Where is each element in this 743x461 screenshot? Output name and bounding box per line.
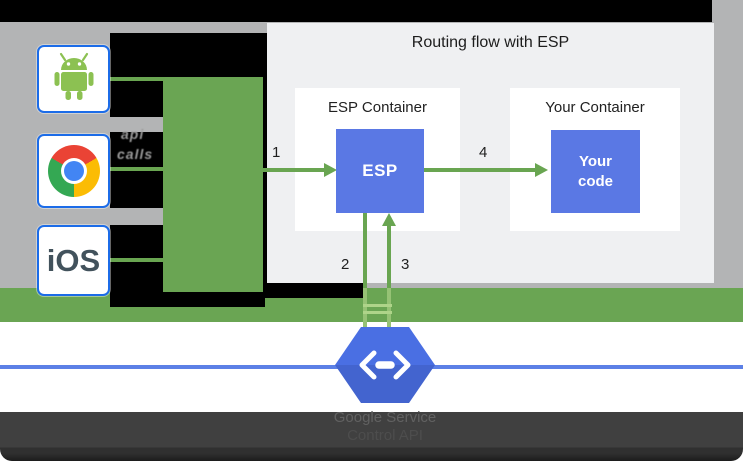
arrow-4-head [535, 163, 548, 177]
gray-gap-strip [110, 117, 163, 132]
arrow-1-line [263, 168, 324, 172]
arrow-2-band-segment [363, 288, 367, 327]
step-label-4: 4 [479, 144, 488, 161]
api-calls-annotation-line1: api [121, 126, 145, 142]
code-angle-brackets-icon [359, 350, 411, 380]
your-code-line2: code [577, 172, 613, 190]
esp-box: ESP [336, 129, 424, 213]
top-black-bar [0, 0, 712, 22]
arrow-4-line [424, 168, 535, 172]
arrow-2-line [363, 213, 367, 288]
service-label-line1: Google Service [333, 409, 437, 426]
step-label-3: 3 [401, 256, 410, 273]
step-label-1: 1 [272, 144, 281, 161]
band-tick-line [363, 304, 392, 307]
cloud-endpoints-hexagon-icon [333, 325, 437, 405]
step-label-2: 2 [341, 256, 350, 273]
gray-gap-strip [110, 208, 163, 225]
ios-label: iOS [46, 242, 101, 278]
chrome-connector-line [108, 167, 165, 171]
ios-client-box: iOS [37, 225, 110, 296]
android-connector-line [108, 77, 165, 81]
black-backdrop-lower-b [110, 298, 265, 307]
your-code-box: Your code [551, 130, 640, 213]
arrow-3-head [382, 213, 396, 226]
gray-background-corner [712, 0, 743, 22]
arrow-1-head [324, 163, 337, 177]
ios-connector-line [108, 258, 165, 262]
api-calls-annotation-line2: calls [117, 146, 154, 162]
chrome-browser-icon [47, 145, 100, 197]
arrow-3-line [387, 225, 391, 288]
panel-title: Routing flow with ESP [411, 34, 570, 51]
service-label-line2: Control API [347, 427, 423, 444]
chrome-client-box [37, 134, 110, 208]
arrow-3-band-segment [387, 288, 391, 327]
android-robot-icon [51, 52, 97, 107]
android-client-box [37, 45, 110, 113]
green-routing-bar [163, 77, 263, 292]
band-tick-line [363, 311, 392, 314]
esp-container-label: ESP Container [328, 99, 427, 116]
bottom-dark-overlay [0, 412, 743, 461]
your-container-label: Your Container [545, 99, 645, 116]
your-code-line1: Your [578, 152, 613, 170]
